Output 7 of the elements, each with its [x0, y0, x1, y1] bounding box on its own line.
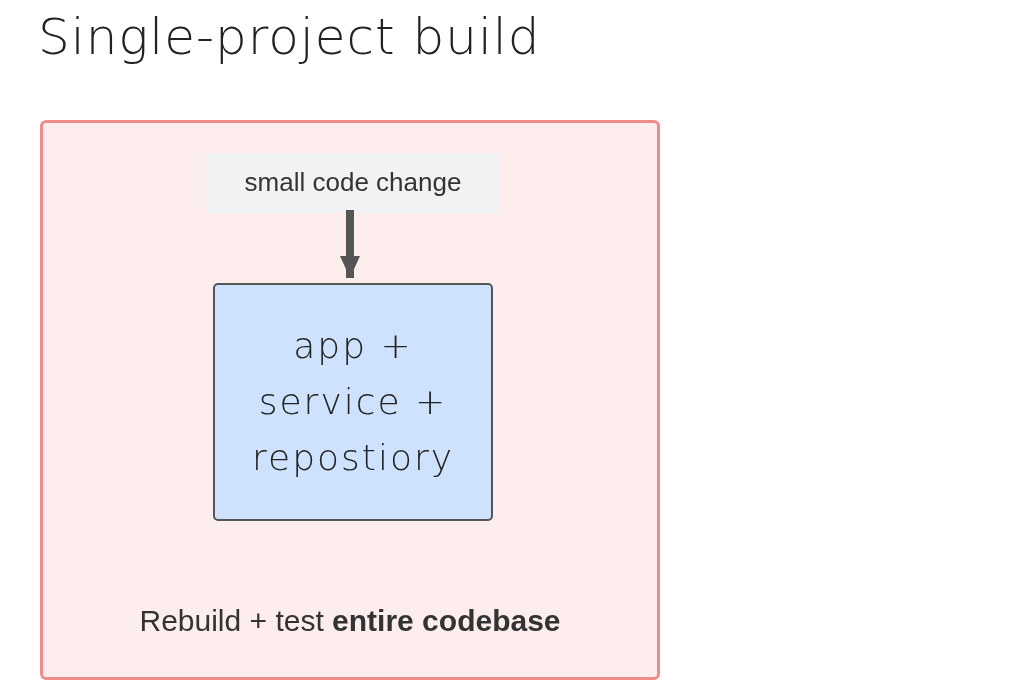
diagram-title: Single-project build	[38, 8, 541, 66]
change-box	[206, 153, 500, 213]
panel-caption: Rebuild + test entire codebase	[138, 603, 562, 639]
box-label: small code change	[243, 167, 463, 199]
scope-panel	[40, 120, 660, 680]
codebase-box	[213, 283, 493, 521]
box-label: app + service + repostiory	[250, 324, 455, 480]
